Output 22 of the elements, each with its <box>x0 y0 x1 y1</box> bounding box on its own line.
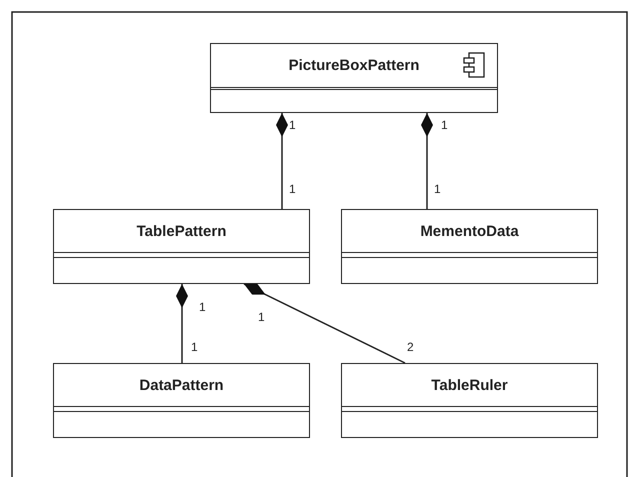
multiplicity-label: 1 <box>191 340 198 354</box>
class-box <box>341 363 598 438</box>
class-name: DataPattern <box>139 376 224 394</box>
multiplicity-label: 1 <box>289 182 296 196</box>
class-box <box>210 43 498 113</box>
class-name: TableRuler <box>431 376 508 394</box>
composition-line <box>276 113 288 209</box>
class-box <box>341 209 598 284</box>
composition-line <box>244 283 406 364</box>
multiplicity-label: 2 <box>407 340 414 354</box>
class-name: TablePattern <box>136 222 226 240</box>
composition-line <box>421 113 433 209</box>
class-box <box>53 363 310 438</box>
multiplicity-label: 1 <box>258 310 265 324</box>
class-name: MementoData <box>420 222 519 240</box>
composition-line <box>176 284 188 363</box>
multiplicity-label: 1 <box>441 118 448 132</box>
multiplicity-label: 1 <box>289 118 296 132</box>
class-name: PictureBoxPattern <box>288 57 420 74</box>
multiplicity-label: 1 <box>434 182 441 196</box>
multiplicity-label: 1 <box>199 300 206 314</box>
class-box <box>53 209 310 284</box>
